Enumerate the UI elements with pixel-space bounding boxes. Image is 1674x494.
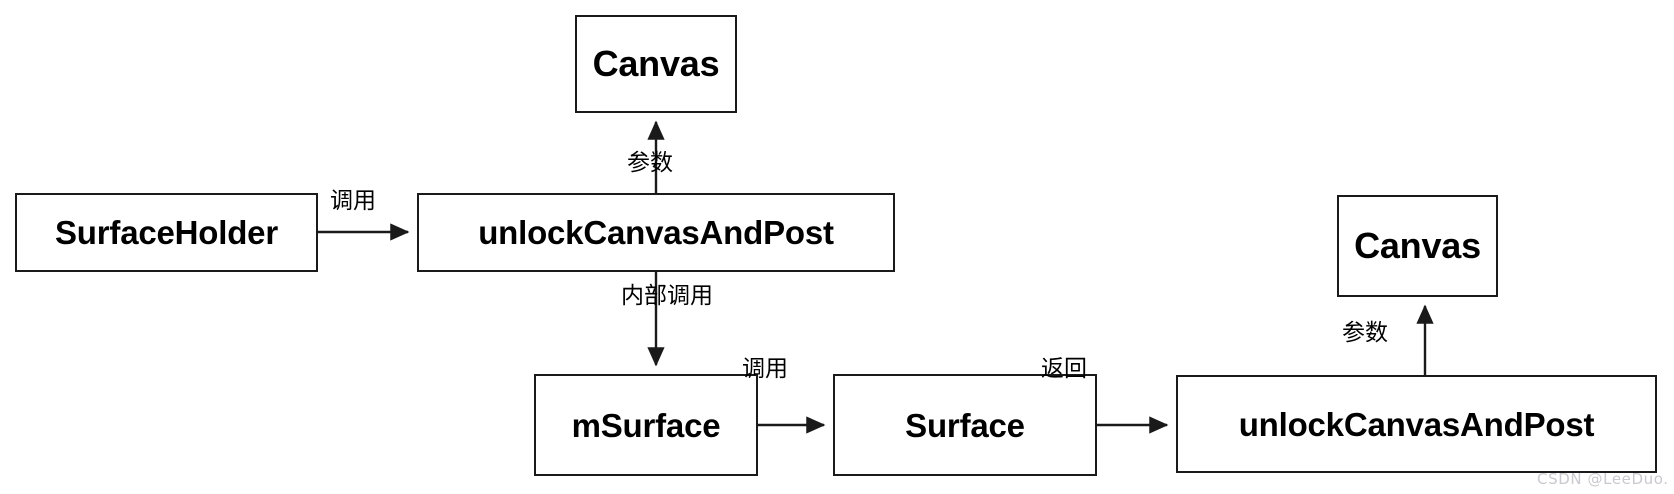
node-msurface[interactable]: mSurface (534, 374, 758, 476)
node-surface-label: Surface (905, 406, 1025, 444)
node-canvas-right-label: Canvas (1354, 225, 1481, 266)
edge-label-surface-to-unlock: 返回 (1041, 356, 1087, 382)
node-canvas-right[interactable]: Canvas (1337, 195, 1498, 297)
node-canvas-top[interactable]: Canvas (575, 15, 737, 113)
node-unlockcanvasandpost-left[interactable]: unlockCanvasAndPost (417, 193, 895, 272)
node-surfaceholder[interactable]: SurfaceHolder (15, 193, 318, 272)
node-msurface-label: mSurface (571, 406, 721, 444)
edge-label-holder-to-unlock: 调用 (330, 188, 376, 214)
node-surface[interactable]: Surface (833, 374, 1097, 476)
node-unlockcanvasandpost-right[interactable]: unlockCanvasAndPost (1176, 375, 1657, 473)
node-canvas-top-label: Canvas (592, 43, 720, 84)
watermark: CSDN @LeeDuo. (1537, 470, 1669, 488)
edge-label-unlock-to-canvas-right: 参数 (1342, 320, 1388, 346)
edge-label-unlock-to-msurface: 内部调用 (621, 283, 713, 309)
node-surfaceholder-label: SurfaceHolder (55, 214, 278, 251)
edge-label-msurface-to-surface: 调用 (742, 356, 788, 382)
node-unlockcanvasandpost-right-label: unlockCanvasAndPost (1238, 405, 1595, 443)
node-unlockcanvasandpost-left-label: unlockCanvasAndPost (478, 214, 834, 251)
edge-label-unlock-to-canvas: 参数 (627, 150, 673, 176)
